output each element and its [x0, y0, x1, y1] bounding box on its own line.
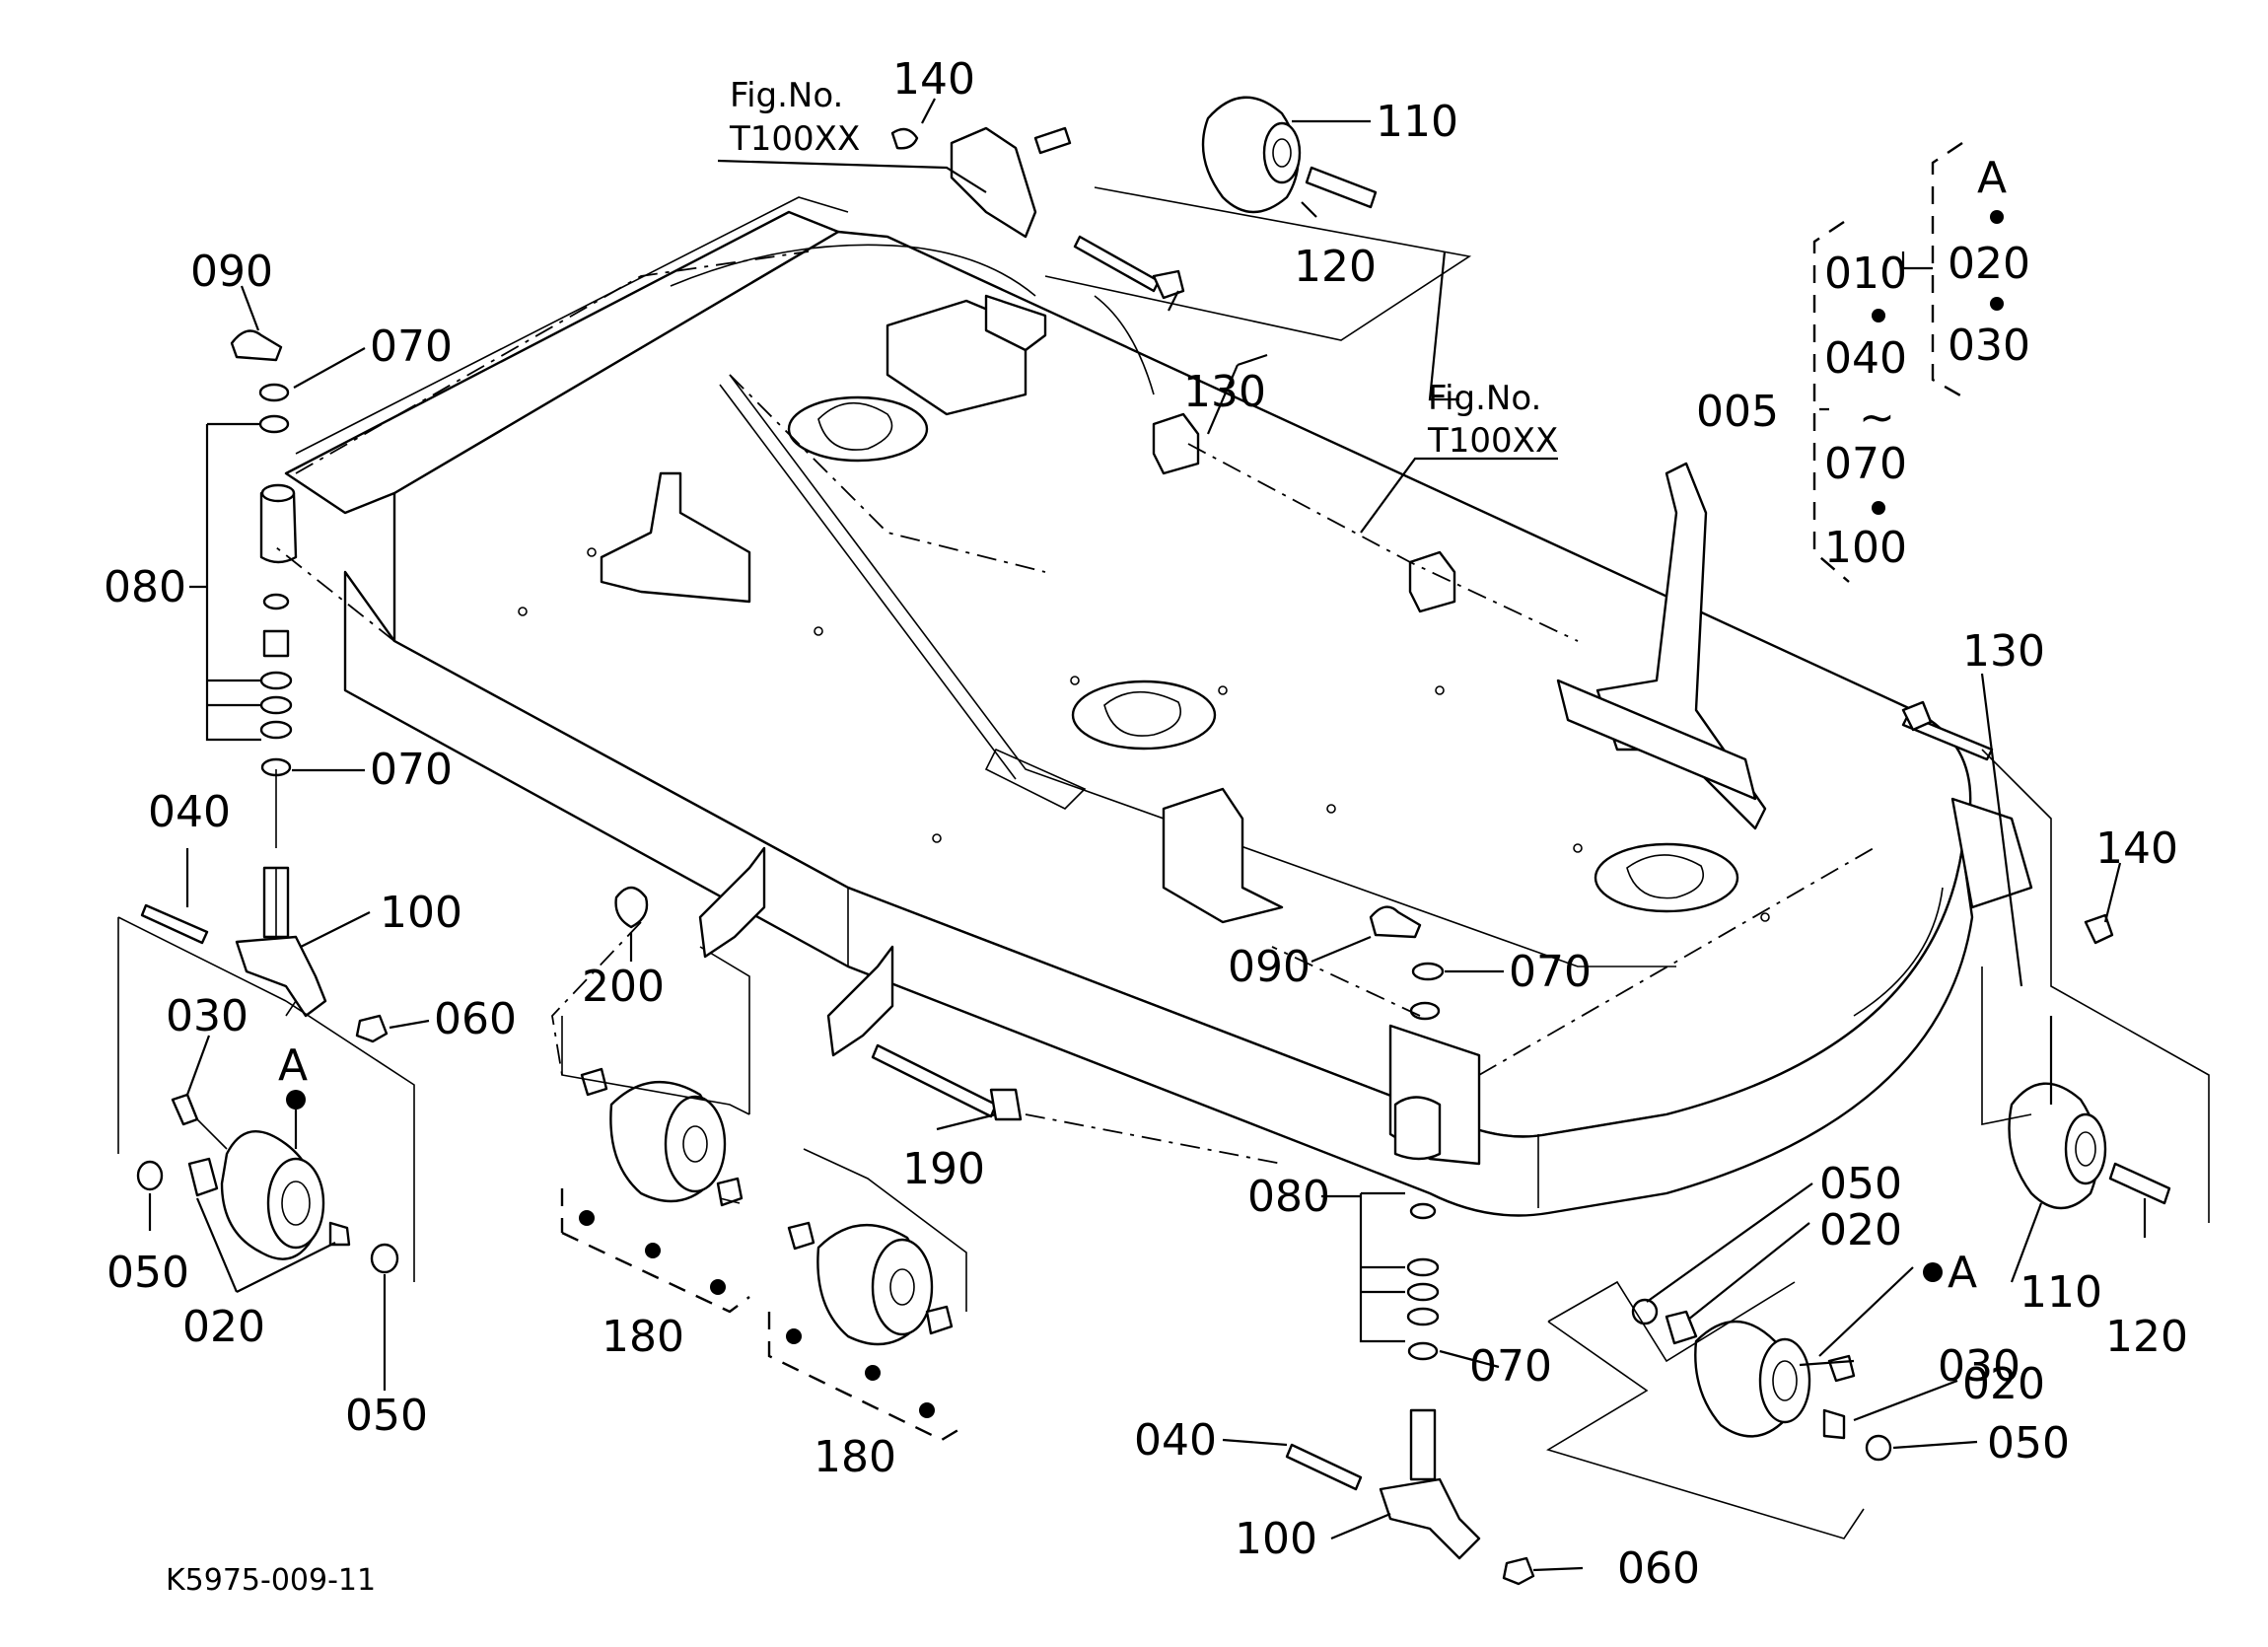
label-080-left: 080: [104, 562, 186, 612]
label-070-left-bottom: 070: [370, 745, 453, 795]
fig-ref-top-label: Fig.No.: [730, 76, 843, 115]
label-130-top: 130: [1183, 367, 1266, 417]
anti-scalp-wheel-top: [1044, 96, 1472, 341]
kit-label-010: 010: [1824, 249, 1907, 299]
spindle-opening-left: [787, 395, 929, 463]
label-060-right: 060: [1617, 1543, 1700, 1594]
label-A-right: A: [1948, 1248, 1977, 1298]
bolt-190: [871, 1043, 998, 1118]
label-070-right-top: 070: [1509, 947, 1592, 997]
kit-tilde: ~: [1859, 393, 1895, 443]
caster-assembly-right: [1285, 905, 1892, 1586]
leader-lines: [148, 98, 2147, 1572]
label-050-left-a: 050: [106, 1248, 189, 1298]
label-180-right: 180: [814, 1432, 896, 1482]
spindle-opening-center: [1071, 680, 1217, 751]
label-020-left: 020: [182, 1302, 265, 1352]
label-040-left: 040: [148, 787, 231, 837]
drawing-code: K5975-009-11: [166, 1563, 376, 1598]
kit-label-030: 030: [1948, 321, 2030, 371]
label-090-right: 090: [1228, 942, 1311, 992]
label-050-right-b: 050: [1987, 1418, 2070, 1468]
label-140-top: 140: [892, 54, 975, 105]
hanger-bracket-top: [890, 126, 1072, 352]
label-030-right: 030: [1938, 1341, 2020, 1392]
kit-label-020: 020: [1948, 239, 2030, 289]
label-140-right: 140: [2095, 824, 2178, 874]
label-110-right: 110: [2020, 1267, 2102, 1318]
label-A-left: A: [278, 1040, 308, 1091]
spindle-opening-right: [1594, 842, 1739, 913]
label-050-left-b: 050: [345, 1391, 428, 1441]
fig-ref-mid-label: Fig.No.: [1428, 379, 1541, 418]
label-020-right-b: 020: [1962, 1359, 2045, 1409]
part-labels: Fig.No. T100XX Fig.No. T100XX 005 010 04…: [104, 54, 2188, 1598]
label-080-right: 080: [1247, 1172, 1330, 1222]
roller-assembly-right: [719, 1148, 967, 1346]
roller-bracket-left: [698, 846, 766, 959]
kit-label-040: 040: [1824, 333, 1907, 384]
caster-assembly-left: [117, 329, 415, 1282]
label-060-left: 060: [434, 994, 517, 1044]
label-090-left: 090: [190, 247, 273, 297]
label-120-right: 120: [2105, 1312, 2188, 1362]
label-070-right-bottom: 070: [1469, 1341, 1552, 1392]
fig-ref-mid-number: T100XX: [1427, 421, 1558, 461]
kit-dots: [286, 210, 2004, 1418]
label-190: 190: [902, 1144, 985, 1194]
label-200: 200: [582, 962, 665, 1012]
label-120-top: 120: [1294, 242, 1377, 292]
fig-ref-top-number: T100XX: [729, 119, 860, 159]
mower-deck-housing: [284, 196, 2033, 1217]
label-040-right: 040: [1134, 1415, 1217, 1466]
label-100-right: 100: [1235, 1514, 1317, 1564]
label-070-left-top: 070: [370, 322, 453, 372]
phantom-lines: [275, 251, 1875, 1165]
label-050-right-a: 050: [1819, 1159, 1902, 1209]
label-005: 005: [1696, 387, 1779, 437]
kit-brackets: [560, 142, 1968, 1442]
kit-label-A: A: [1977, 153, 2007, 203]
kit-label-100: 100: [1824, 523, 1907, 573]
label-110-top: 110: [1376, 97, 1458, 147]
label-030-left: 030: [166, 991, 248, 1041]
kit-label-070: 070: [1824, 439, 1907, 489]
roller-assembly-left: [561, 886, 750, 1207]
roller-bracket-right: [826, 945, 894, 1057]
anti-scalp-wheel-right: [1901, 700, 2210, 1223]
label-130-right: 130: [1962, 626, 2045, 677]
label-100-left: 100: [380, 888, 462, 938]
label-020-right-a: 020: [1819, 1205, 1902, 1255]
label-180-left: 180: [602, 1312, 684, 1362]
